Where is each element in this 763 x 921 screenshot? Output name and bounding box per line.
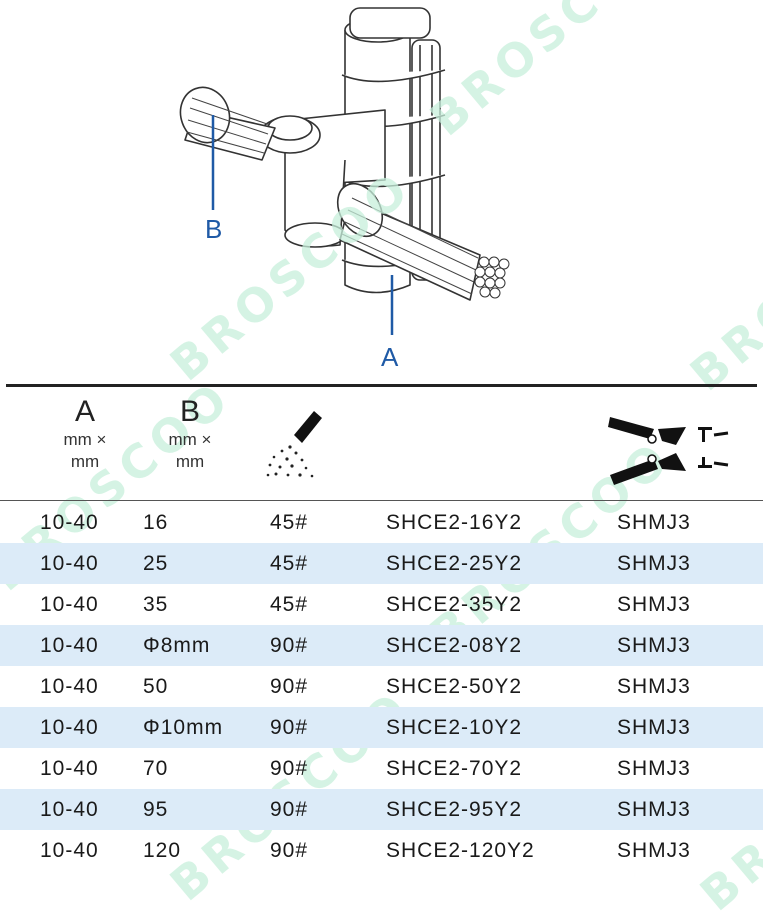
- connector-diagram: B A: [179, 7, 510, 372]
- label-b: B: [205, 214, 222, 244]
- label-a: A: [381, 342, 399, 372]
- table-row: 10-40 50 90# SHCE2-50Y2 SHMJ3: [0, 666, 763, 707]
- cell-model: SHCE2-50Y2: [386, 674, 523, 698]
- table-row: 10-40 70 90# SHCE2-70Y2 SHMJ3: [0, 748, 763, 789]
- header-a-unit-2: mm: [70, 452, 100, 471]
- grease-icon: [266, 411, 322, 478]
- table-row: 10-40 35 45# SHCE2-35Y2 SHMJ3: [0, 584, 763, 625]
- cell-a: 10-40: [40, 592, 99, 616]
- cell-model: SHCE2-120Y2: [386, 838, 535, 862]
- header-separator: [0, 500, 763, 501]
- cell-model: SHCE2-35Y2: [386, 592, 523, 616]
- header-b-letter: B: [179, 395, 200, 428]
- cell-grade: 45#: [270, 592, 309, 616]
- cutter-tool-icon: [608, 417, 729, 485]
- cell-grade: 90#: [270, 838, 309, 862]
- header-col-b: B mm × mm: [145, 395, 235, 473]
- cell-model: SHCE2-10Y2: [386, 707, 617, 748]
- cell-grade: 90#: [270, 674, 309, 698]
- cell-model: SHCE2-95Y2: [386, 789, 617, 830]
- header-b-unit-2: mm: [175, 452, 205, 471]
- cell-model: SHCE2-08Y2: [386, 625, 617, 666]
- cell-model: SHCE2-25Y2: [386, 543, 617, 584]
- cell-model: SHCE2-16Y2: [386, 510, 523, 534]
- cell-tool: SHMJ3: [617, 756, 691, 780]
- cell-tool: SHMJ3: [617, 625, 763, 666]
- cell-tool: SHMJ3: [617, 674, 691, 698]
- header-col-a: A mm × mm: [40, 395, 130, 473]
- cell-b: Φ8mm: [143, 625, 270, 666]
- cell-grade: 90#: [270, 789, 386, 830]
- cell-tool: SHMJ3: [617, 592, 691, 616]
- cell-b: 50: [143, 674, 169, 698]
- table-row: 10-40 120 90# SHCE2-120Y2 SHMJ3: [0, 830, 763, 871]
- cell-b: 16: [143, 510, 169, 534]
- cell-b: 35: [143, 592, 169, 616]
- cell-b: 25: [143, 543, 270, 584]
- cell-a: 10-40: [40, 674, 99, 698]
- cell-grade: 90#: [270, 625, 386, 666]
- cell-a: 10-40: [0, 543, 143, 584]
- section-divider: [6, 384, 757, 387]
- cell-tool: SHMJ3: [617, 510, 691, 534]
- cell-grade: 45#: [270, 510, 309, 534]
- cell-b: 95: [143, 789, 270, 830]
- header-a-unit-1: mm ×: [63, 430, 107, 449]
- cell-a: 10-40: [40, 510, 99, 534]
- cell-a: 10-40: [0, 625, 143, 666]
- cell-b: Φ10mm: [143, 707, 270, 748]
- cell-model: SHCE2-70Y2: [386, 756, 523, 780]
- cell-tool: SHMJ3: [617, 789, 763, 830]
- cell-b: 70: [143, 756, 169, 780]
- cell-grade: 45#: [270, 543, 386, 584]
- cell-tool: SHMJ3: [617, 707, 763, 748]
- cell-b: 120: [143, 838, 182, 862]
- cell-grade: 90#: [270, 707, 386, 748]
- header-a-letter: A: [74, 395, 95, 428]
- cell-a: 10-40: [40, 838, 99, 862]
- cell-a: 10-40: [40, 756, 99, 780]
- cell-tool: SHMJ3: [617, 838, 691, 862]
- cell-grade: 90#: [270, 756, 309, 780]
- cell-a: 10-40: [0, 707, 143, 748]
- header-b-unit-1: mm ×: [168, 430, 212, 449]
- table-row: 10-40 16 45# SHCE2-16Y2 SHMJ3: [0, 502, 763, 543]
- cell-tool: SHMJ3: [617, 543, 763, 584]
- cell-a: 10-40: [0, 789, 143, 830]
